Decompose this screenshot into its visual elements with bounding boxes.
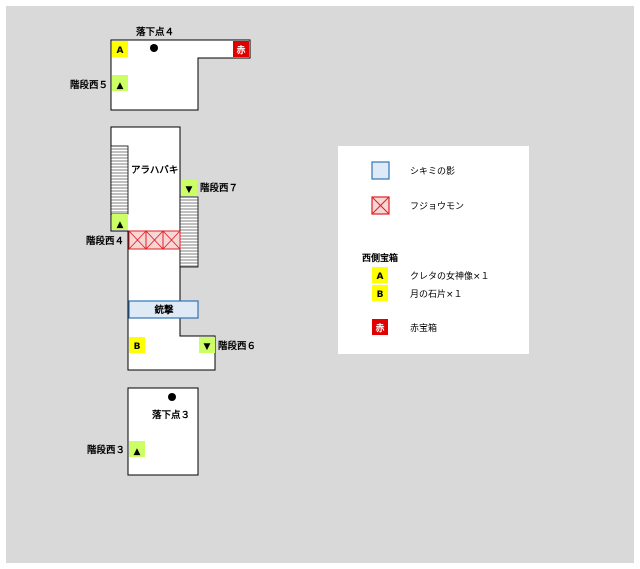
- legend-shikimi-swatch: [371, 161, 390, 180]
- arahabaki-label: アラハバキ: [131, 164, 178, 176]
- drop-point-3-label: 落下点３: [152, 409, 190, 421]
- chest-red-text: 赤: [236, 44, 245, 56]
- room-bottom: [127, 387, 199, 476]
- stair-west-5-marker: [112, 75, 128, 91]
- stair-west-5-arrow: ▲: [117, 81, 124, 91]
- legend-a-label: クレタの女神像×１: [410, 270, 490, 282]
- legend-red-label: 赤宝箱: [410, 322, 437, 334]
- legend-chest-header: 西側宝箱: [362, 252, 398, 264]
- legend-red-swatch: [372, 319, 388, 335]
- drop-point-3-marker: [168, 393, 176, 401]
- stair-west-7-arrow: ▼: [186, 185, 193, 195]
- shuugeki-area: [128, 300, 199, 319]
- fujoumon-area: [128, 230, 181, 250]
- legend-shikimi-label: シキミの影: [410, 166, 455, 177]
- stair-west-7-label: 階段西７: [200, 182, 238, 194]
- drop-point-4-marker: [150, 44, 158, 52]
- stair-west-6-arrow: ▼: [204, 342, 211, 352]
- legend-fujoumon-label: フジョウモン: [410, 201, 464, 212]
- stair-west-6-label: 階段西６: [218, 340, 256, 352]
- legend-panel: [338, 146, 529, 354]
- stair-west-3-arrow: ▲: [134, 447, 141, 457]
- stair-west-4-label: 階段西４: [86, 235, 124, 247]
- shuugeki-label: 銃撃: [154, 304, 174, 316]
- chest-a-text: A: [117, 46, 124, 56]
- room-top: [110, 39, 251, 111]
- legend-a-key: A: [377, 272, 384, 282]
- legend-b-key: B: [377, 290, 384, 300]
- stair-hatch-left: [110, 145, 129, 215]
- legend-b-label: 月の石片×１: [410, 288, 463, 300]
- chest-red-marker: [233, 41, 249, 57]
- stair-west-5-label: 階段西５: [70, 79, 108, 91]
- stair-west-3-label: 階段西３: [87, 444, 125, 456]
- legend-fujoumon-swatch: [371, 196, 390, 215]
- chest-b-marker: [129, 337, 145, 353]
- chest-b-text: B: [134, 342, 141, 352]
- stair-hatch-right: [179, 196, 199, 268]
- stair-west-6-marker: [199, 337, 215, 353]
- legend-b-swatch: [372, 285, 388, 301]
- chest-a-marker: [112, 41, 128, 57]
- stair-west-4-marker: [112, 214, 128, 230]
- stair-west-4-arrow: ▲: [117, 220, 124, 230]
- legend-a-swatch: [372, 267, 388, 283]
- legend-red-key: 赤: [375, 322, 384, 334]
- stair-west-7-marker: [181, 180, 197, 196]
- stair-west-3-marker: [129, 441, 145, 457]
- drop-point-4-label: 落下点４: [136, 26, 174, 38]
